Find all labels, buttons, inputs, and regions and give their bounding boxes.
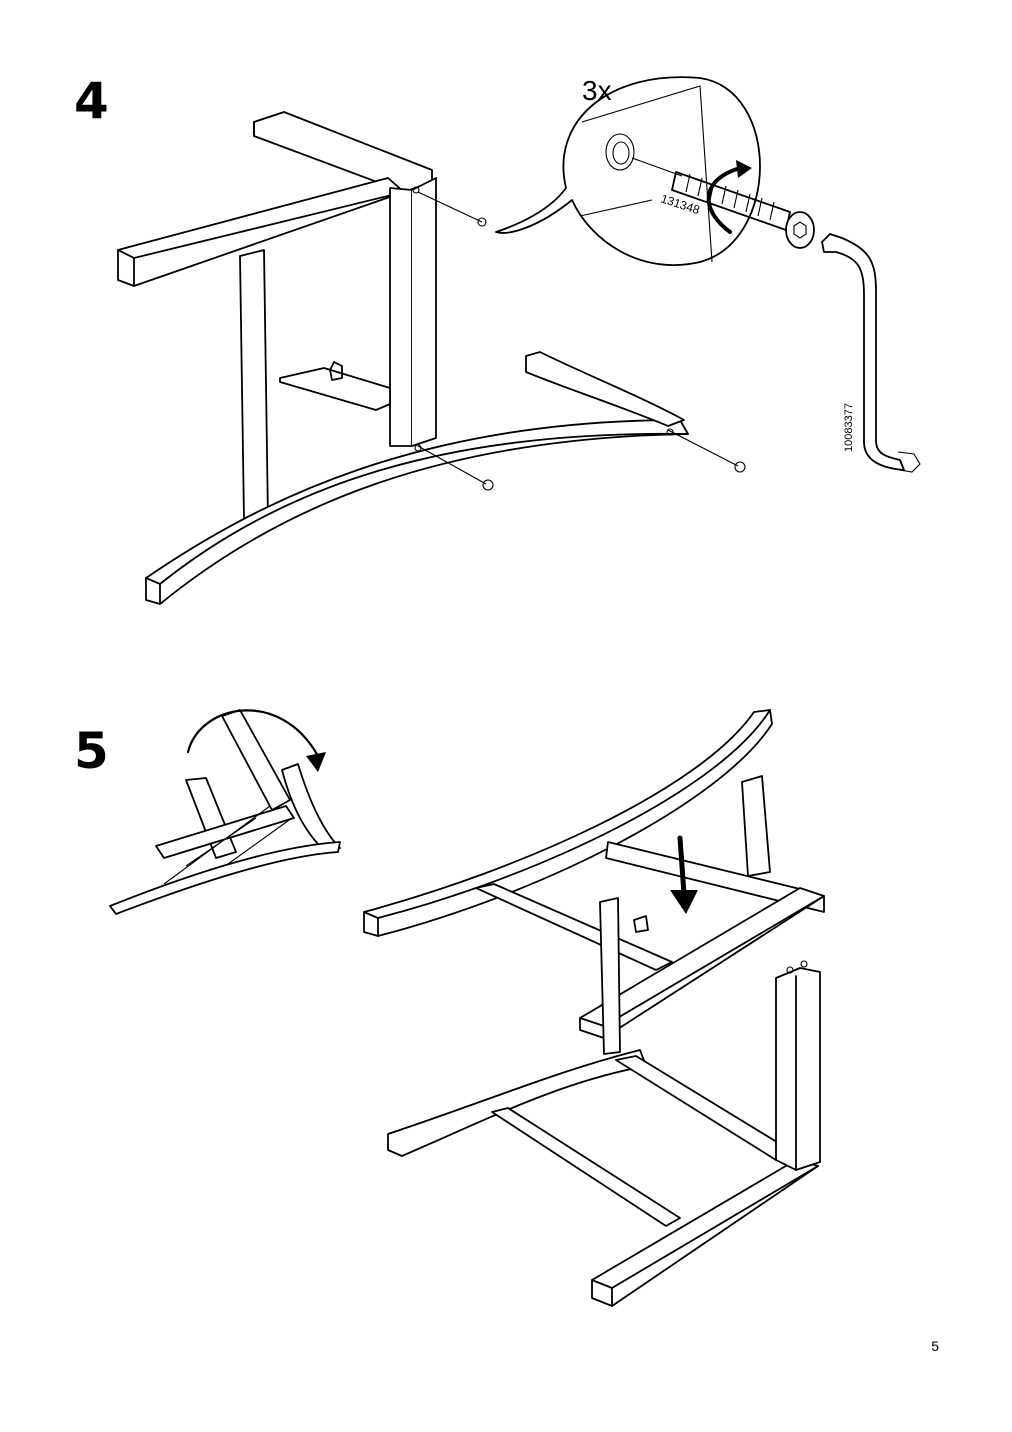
page-number: 5 [931,1338,939,1354]
step-5-flip-icon [109,709,341,915]
step-5-seat-frame [363,709,825,1307]
tool-number-label: 10083377 [843,403,855,452]
part-number-label: 131348 [659,192,702,218]
step-4-number: 4 [74,72,109,130]
quantity-label: 3x [582,75,612,106]
step-5-number: 5 [74,722,109,780]
step-4-chair-frame [117,111,746,605]
allen-key-tool: 10083377 [821,233,921,473]
step-4-detail-callout: 3x 131348 [495,75,815,266]
